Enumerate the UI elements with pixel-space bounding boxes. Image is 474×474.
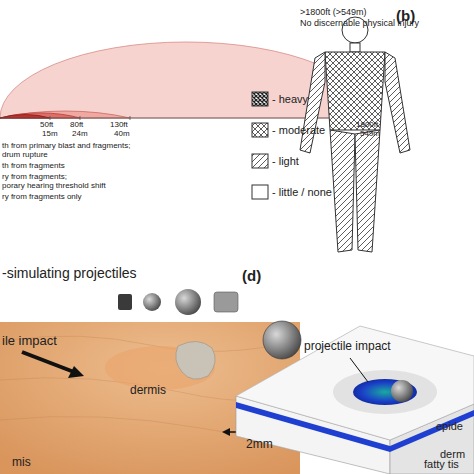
layer-label: fatty tis [424, 458, 459, 470]
panel-letter: (d) [242, 268, 261, 285]
legend-text: - moderate [272, 124, 325, 136]
scale-label: 2mm [246, 438, 273, 451]
legend-swatch [252, 123, 268, 137]
legend-text: - light [272, 155, 299, 167]
range-tick: 130ft [110, 121, 128, 130]
photo-label: ile impact [2, 334, 57, 348]
tissue-label: dermis [130, 384, 166, 397]
legend-text: - heavy [272, 93, 308, 105]
injury-note: drum rupture [2, 151, 48, 160]
range-tick: 549m [360, 130, 380, 139]
layer-label: epide [436, 420, 463, 432]
range-tick: 50ft [40, 121, 53, 130]
range-tick: 80ft [70, 121, 83, 130]
injury-note: ry from fragments only [2, 193, 82, 202]
injury-note: th from primary blast and fragments; [2, 142, 131, 151]
panel-title: -simulating projectiles [2, 266, 137, 281]
legend-swatch [252, 92, 268, 106]
range-note: >1800ft (>549m) [300, 8, 367, 18]
injury-note: th from fragments [2, 162, 65, 171]
range-tick: 40m [114, 130, 130, 139]
legend-text: - little / none [272, 186, 332, 198]
range-tick: 15m [42, 130, 58, 139]
tissue-label: mis [12, 456, 31, 469]
injury-note: porary hearing threshold shift [2, 182, 106, 191]
panel-letter: (b) [396, 8, 415, 25]
range-tick: 24m [72, 130, 88, 139]
range-tick: 1800ft [356, 121, 378, 130]
model-label: projectile impact [304, 340, 391, 353]
legend-swatch [252, 154, 268, 168]
legend-swatch [252, 185, 268, 199]
injury-note: ry from fragments; [2, 173, 67, 182]
